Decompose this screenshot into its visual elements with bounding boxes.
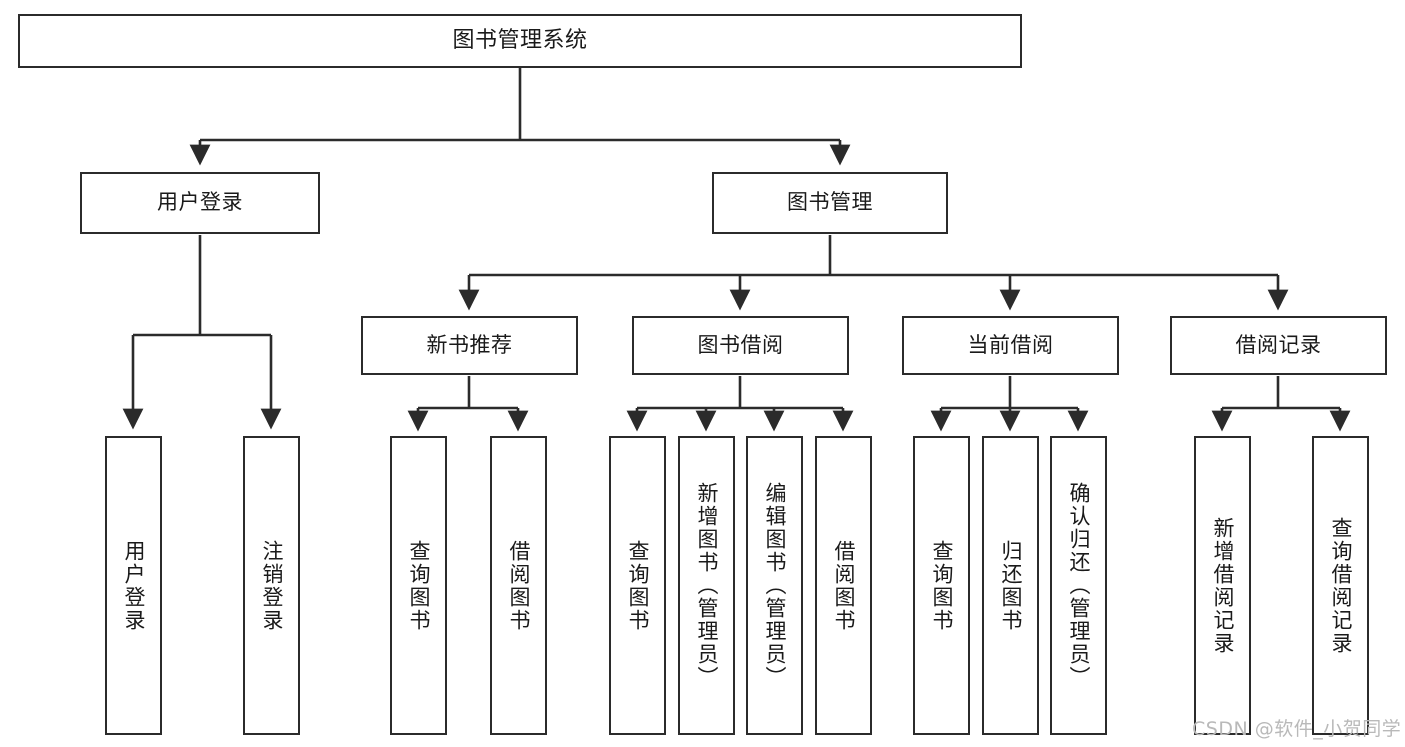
node-leaf-borrow-book-b[interactable]: 借阅图书 xyxy=(815,436,872,735)
node-new-book-recommend[interactable]: 新书推荐 xyxy=(361,316,578,375)
node-leaf-return-book[interactable]: 归还图书 xyxy=(982,436,1039,735)
node-leaf-logout[interactable]: 注销登录 xyxy=(243,436,300,735)
node-leaf-query-book-b[interactable]: 查询图书 xyxy=(609,436,666,735)
node-user-login-label: 用户登录 xyxy=(157,190,243,215)
node-leaf-query-record[interactable]: 查询借阅记录 xyxy=(1312,436,1369,735)
node-root[interactable]: 图书管理系统 xyxy=(18,14,1022,68)
node-leaf-edit-book[interactable]: 编辑图书（管理员） xyxy=(746,436,803,735)
node-leaf-add-book[interactable]: 新增图书（管理员） xyxy=(678,436,735,735)
node-leaf-query-book-c[interactable]: 查询图书 xyxy=(913,436,970,735)
node-leaf-user-login[interactable]: 用户登录 xyxy=(105,436,162,735)
node-leaf-query-book-a-label: 查询图书 xyxy=(406,539,431,632)
node-leaf-query-book-a[interactable]: 查询图书 xyxy=(390,436,447,735)
node-book-borrow-label: 图书借阅 xyxy=(697,332,784,357)
node-leaf-borrow-book-a-label: 借阅图书 xyxy=(506,539,531,632)
node-leaf-edit-book-label: 编辑图书（管理员） xyxy=(762,482,787,689)
node-leaf-logout-label: 注销登录 xyxy=(259,539,284,632)
watermark: CSDN @软件_小贺同学 xyxy=(1192,718,1402,740)
node-leaf-query-record-label: 查询借阅记录 xyxy=(1328,516,1353,655)
node-leaf-user-login-label: 用户登录 xyxy=(121,539,146,632)
node-borrow-record[interactable]: 借阅记录 xyxy=(1170,316,1387,375)
node-root-label: 图书管理系统 xyxy=(452,27,588,53)
node-leaf-query-book-b-label: 查询图书 xyxy=(625,539,650,632)
node-leaf-borrow-book-b-label: 借阅图书 xyxy=(831,539,856,632)
node-leaf-confirm-return[interactable]: 确认归还（管理员） xyxy=(1050,436,1107,735)
node-current-borrow[interactable]: 当前借阅 xyxy=(902,316,1119,375)
node-leaf-return-book-label: 归还图书 xyxy=(998,539,1023,632)
node-leaf-confirm-return-label: 确认归还（管理员） xyxy=(1066,482,1091,689)
node-leaf-add-record[interactable]: 新增借阅记录 xyxy=(1194,436,1251,735)
node-book-manage-label: 图书管理 xyxy=(787,190,873,215)
node-leaf-borrow-book-a[interactable]: 借阅图书 xyxy=(490,436,547,735)
node-current-borrow-label: 当前借阅 xyxy=(967,332,1054,357)
node-leaf-add-record-label: 新增借阅记录 xyxy=(1210,516,1235,655)
node-leaf-add-book-label: 新增图书（管理员） xyxy=(694,482,719,689)
node-borrow-record-label: 借阅记录 xyxy=(1235,332,1322,357)
node-book-manage[interactable]: 图书管理 xyxy=(712,172,948,234)
node-leaf-query-book-c-label: 查询图书 xyxy=(929,539,954,632)
node-book-borrow[interactable]: 图书借阅 xyxy=(632,316,849,375)
node-new-book-recommend-label: 新书推荐 xyxy=(426,332,513,357)
node-user-login[interactable]: 用户登录 xyxy=(80,172,320,234)
